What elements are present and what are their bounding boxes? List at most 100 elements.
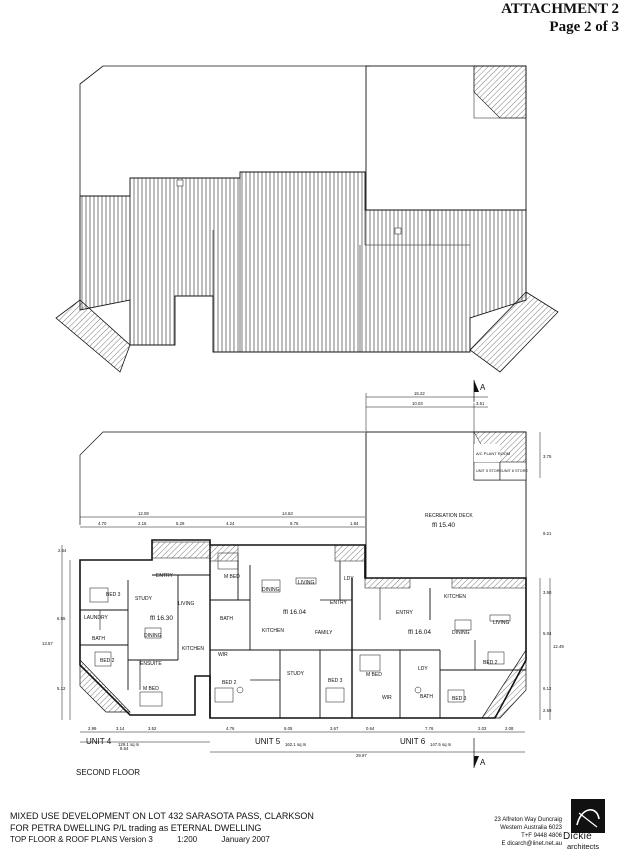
dim-8-76: 8.76 (290, 521, 299, 526)
room-u4-laundry: LAUNDRY (84, 615, 108, 621)
drawing-date: January 2007 (221, 835, 270, 844)
room-u6-kitchen: KITCHEN (444, 594, 466, 600)
unit5-label: UNIT 5 (255, 737, 281, 746)
room-u5-bed3: BED 3 (328, 678, 343, 684)
room-u6-ldy: LDY (418, 666, 428, 672)
roof-plan (55, 65, 559, 373)
logo-name: Dickie (563, 831, 593, 842)
floor-plan: BED 3 STUDY ENTRY LIVING LAUNDRY BATH ff… (79, 431, 528, 719)
roof-hatched-area (79, 171, 527, 353)
room-u5-bath: BATH (220, 616, 233, 622)
dim-14-63: 14.63 (282, 511, 293, 516)
room-u5-dining: DINING (262, 587, 280, 593)
room-u5-living: LIVING (298, 580, 315, 586)
room-u4-bed2: BED 2 (100, 658, 115, 664)
room-u5-bed2: BED 2 (222, 680, 237, 686)
ac-plant-room: A/C PLANT ROOM (476, 451, 510, 456)
room-u4-mbed: M BED (143, 686, 159, 692)
room-u6-dining: DINING (452, 630, 470, 636)
unit6-label: UNIT 6 (400, 737, 426, 746)
architect-logo: Dickie architects (563, 795, 613, 855)
dim-2-99: 2.99 (88, 726, 97, 731)
unit4-label: UNIT 4 (86, 737, 112, 746)
dim-3-52: 3.52 (148, 726, 157, 731)
recreation-deck-ffl: ffl 15.40 (432, 522, 455, 529)
dimensions (61, 393, 551, 753)
section-mark-label-bottom: A (480, 758, 486, 767)
dim-5-29: 5.29 (176, 521, 185, 526)
room-u5-ldy: LDY (344, 576, 354, 582)
unit5-area: 162.1 sq m (285, 742, 307, 747)
dimension-labels: 15.22 10.03 3.51 3.75 12.08 14.63 4.70 2… (42, 391, 564, 758)
email: E dicarch@iinet.net.au (501, 841, 562, 847)
unit6-area: 147.5 sq m (430, 742, 452, 747)
dim-4-24: 4.24 (226, 521, 235, 526)
drawing-name: TOP FLOOR & ROOF PLANS Version 3 (10, 835, 153, 844)
room-u4-ensuite: ENSUITE (140, 661, 162, 667)
unit-labels: UNIT 4 129.1 sq m UNIT 5 162.1 sq m UNIT… (86, 737, 452, 747)
address-line2: Western Australia 6023 (500, 825, 562, 831)
dim-9-21: 9.21 (543, 531, 552, 536)
unit4-area: 129.1 sq m (118, 742, 140, 747)
logo-sub: architects (567, 842, 600, 851)
dim-4-76: 4.76 (226, 726, 235, 731)
dim-5-12: 5.12 (57, 686, 66, 691)
title-block: MIXED USE DEVELOPMENT ON LOT 432 SARASOT… (10, 811, 314, 846)
logo-mark (571, 799, 605, 833)
dim-12-49: 12.49 (553, 644, 564, 649)
floor-label: SECOND FLOOR (76, 768, 140, 777)
recreation-deck-label: RECREATION DECK (425, 513, 473, 519)
room-u4-ffl: ffl 16.30 (150, 615, 173, 622)
dim-2-16: 2.16 (138, 521, 147, 526)
attachment-label: ATTACHMENT 2 (501, 1, 619, 17)
dim-8-64: 8.64 (120, 746, 129, 751)
room-u4-living: LIVING (178, 601, 195, 607)
room-u5-entry: ENTRY (330, 600, 348, 606)
dim-15-22: 15.22 (414, 391, 425, 396)
section-mark-top: A (473, 380, 486, 402)
room-u4-bed3: BED 3 (106, 592, 121, 598)
room-u4-dining: DINING (144, 633, 162, 639)
room-u6-ffl: ffl 16.04 (408, 629, 431, 636)
dim-5-04: 5.04 (543, 631, 552, 636)
room-u4-study: STUDY (135, 596, 153, 602)
room-u5-mbed: M BED (224, 574, 240, 580)
contact-block: 23 Alfreton Way Duncraig Western Austral… (420, 816, 562, 848)
room-u4-bath: BATH (92, 636, 105, 642)
dim-2-59: 2.59 (543, 708, 552, 713)
room-u6-mbed: M BED (366, 672, 382, 678)
dim-3-50: 3.50 (543, 590, 552, 595)
title-line1: MIXED USE DEVELOPMENT ON LOT 432 SARASOT… (10, 811, 314, 821)
dim-2-64: 2.64 (58, 548, 67, 553)
dim-6-55: 6.55 (57, 616, 66, 621)
dim-1-84: 1.84 (350, 521, 359, 526)
dim-2-03: 2.03 (478, 726, 487, 731)
dim-13-57: 13.57 (42, 641, 53, 646)
room-u5-ffl: ffl 16.04 (283, 609, 306, 616)
drawing-scale: 1:200 (177, 835, 198, 844)
unit6-store: UNIT 6 STORE (502, 469, 528, 473)
dim-6-12: 6.12 (543, 686, 552, 691)
room-u6-bed2: BED 2 (483, 660, 498, 666)
room-u4-entry: ENTRY (156, 573, 174, 579)
dim-3-75: 3.75 (543, 454, 552, 459)
section-mark-label: A (480, 383, 486, 392)
dim-4-70: 4.70 (98, 521, 107, 526)
room-u6-bath: BATH (420, 694, 433, 700)
unit5-store: UNIT 5 STORE (476, 469, 502, 473)
dim-7-76: 7.76 (425, 726, 434, 731)
room-u5-family: FAMILY (315, 630, 333, 636)
address-line1: 23 Alfreton Way Duncraig (494, 817, 562, 823)
page-number: Page 2 of 3 (549, 19, 619, 35)
phone: T+F 9448 4806 (521, 833, 562, 839)
room-u6-living: LIVING (493, 620, 510, 626)
dim-10-03: 10.03 (412, 401, 423, 406)
dim-3-14: 3.14 (116, 726, 125, 731)
room-u5-kitchen: KITCHEN (262, 628, 284, 634)
room-u5-wir: WIR (218, 652, 228, 658)
dim-29-97: 29.97 (356, 753, 367, 758)
dim-2-08: 2.08 (505, 726, 514, 731)
room-u6-entry: ENTRY (396, 610, 414, 616)
room-u5-study: STUDY (287, 671, 305, 677)
